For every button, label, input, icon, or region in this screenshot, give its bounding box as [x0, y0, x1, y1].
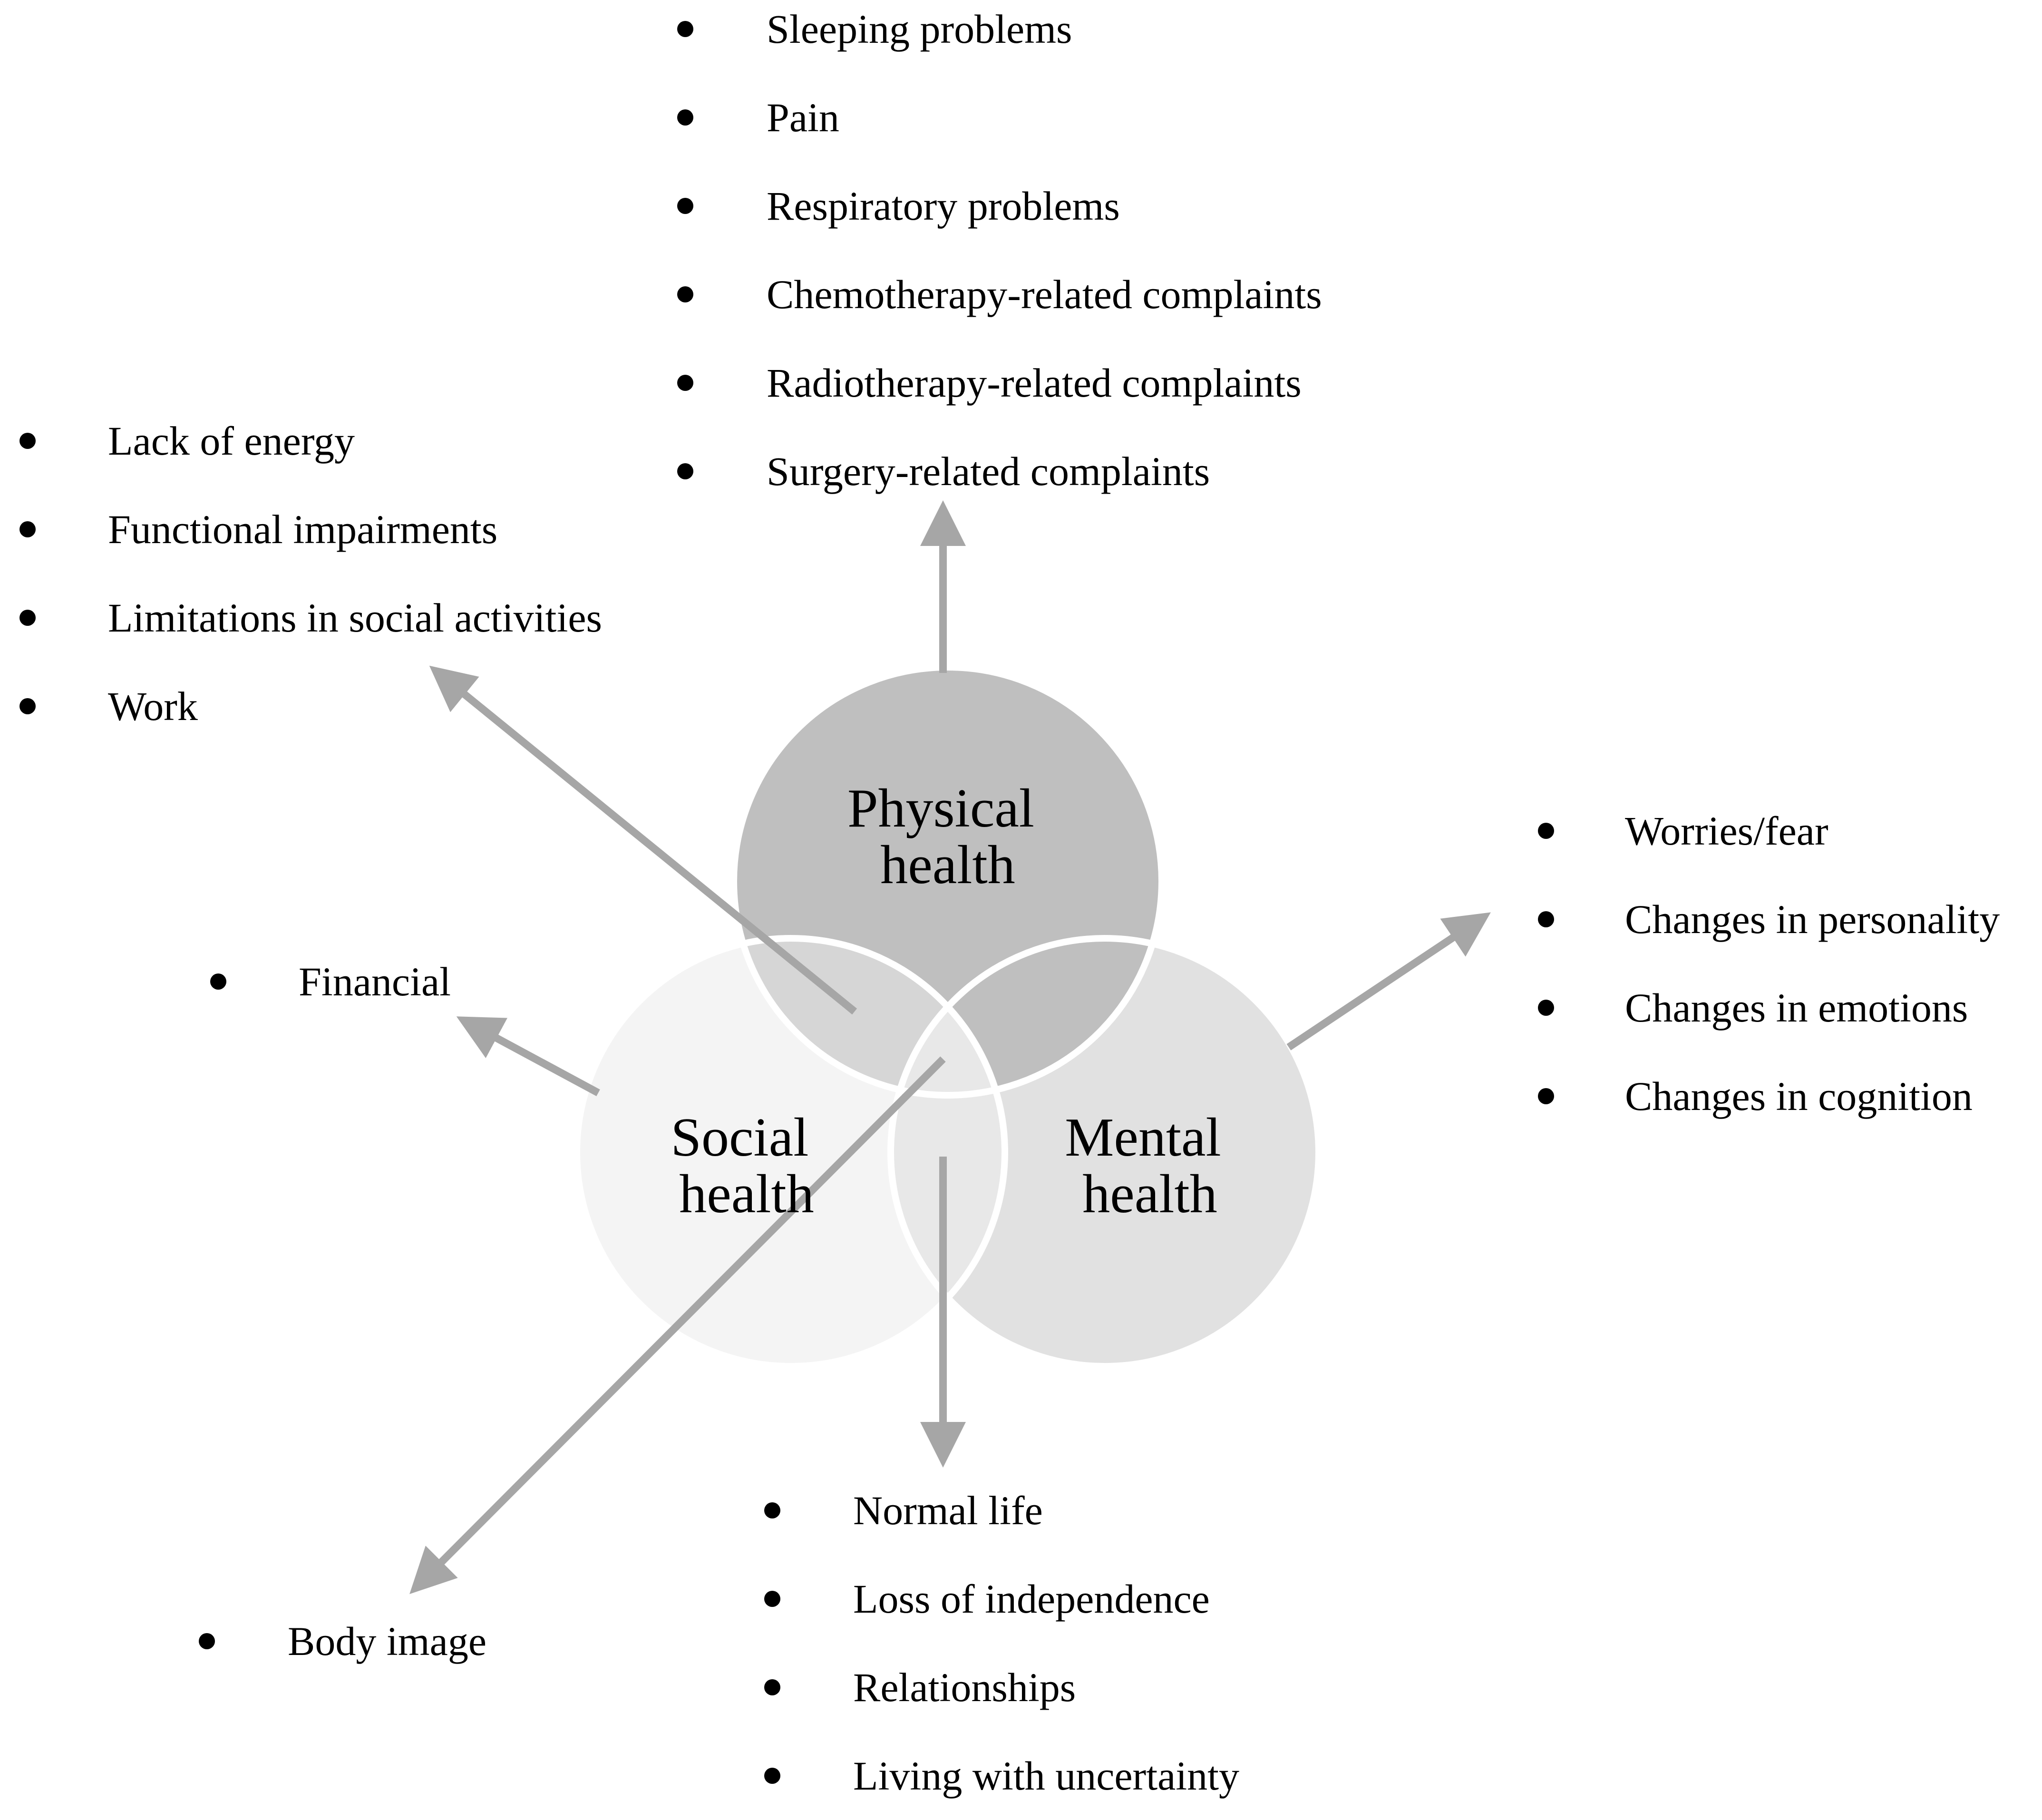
- arrow-financial: [456, 1016, 600, 1097]
- item-text: Chemotherapy-related complaints: [767, 272, 1322, 317]
- mental-health-label-line1: Mental: [1065, 1107, 1221, 1168]
- item-text: Body image: [288, 1618, 486, 1664]
- item-text: Normal life: [853, 1488, 1043, 1533]
- item-text: Changes in emotions: [1625, 985, 1968, 1031]
- item-text: Limitations in social activities: [108, 595, 602, 641]
- item-text: Respiratory problems: [767, 183, 1120, 229]
- physical-health-label: Physical health: [847, 778, 1048, 895]
- bullet-icon: [677, 286, 693, 302]
- item-text: Work: [108, 683, 198, 729]
- bullet-icon: [677, 463, 693, 479]
- bullet-icon: [1538, 911, 1554, 927]
- bullet-icon: [764, 1768, 780, 1784]
- arrow-body-image: [409, 1056, 946, 1594]
- mental-health-outline: [887, 935, 1322, 1370]
- item-text: Relationships: [853, 1664, 1076, 1710]
- item-text: Financial: [299, 959, 451, 1004]
- bullet-icon: [677, 375, 693, 391]
- mental-health-label: Mental health: [1065, 1107, 1235, 1225]
- arrow-social-left: [429, 665, 857, 1015]
- bullet-icon: [1538, 1000, 1554, 1016]
- item-text: Changes in personality: [1625, 896, 2000, 942]
- mental-health-label-line2: health: [1082, 1164, 1217, 1225]
- item-text: Living with uncertainty: [853, 1753, 1240, 1799]
- bullet-icon: [19, 698, 36, 714]
- item-text: Worries/fear: [1625, 808, 1828, 854]
- bullet-icon: [1538, 1088, 1554, 1104]
- social-health-outline: [574, 935, 1008, 1370]
- bullet-icon: [677, 21, 693, 37]
- arrow-mental: [1286, 912, 1491, 1051]
- item-text: Pain: [767, 95, 839, 140]
- item-text: Sleeping problems: [767, 6, 1072, 52]
- social-health-label-line1: Social: [671, 1107, 809, 1168]
- bullet-icon: [677, 109, 693, 126]
- social-health-label: Social health: [671, 1107, 823, 1225]
- item-text: Surgery-related complaints: [767, 448, 1210, 494]
- bullet-icon: [764, 1679, 780, 1695]
- bullet-icon: [764, 1591, 780, 1607]
- bullet-icon: [199, 1633, 215, 1649]
- bullet-icon: [1538, 823, 1554, 839]
- overlap-physical-social: [734, 938, 1005, 1095]
- physical-health-label-line1: Physical: [847, 778, 1034, 839]
- social-health-label-line2: health: [679, 1164, 814, 1225]
- item-text: Loss of independence: [853, 1576, 1210, 1622]
- item-text: Radiotherapy-related complaints: [767, 360, 1302, 406]
- item-text: Functional impairments: [108, 506, 498, 552]
- bullet-icon: [19, 610, 36, 626]
- item-text: Changes in cognition: [1625, 1073, 1973, 1119]
- bullet-icon: [19, 433, 36, 449]
- bullet-icon: [677, 198, 693, 214]
- physical-health-outline: [730, 664, 1165, 1099]
- bullet-icon: [19, 521, 36, 537]
- physical-health-label-line2: health: [880, 835, 1015, 895]
- bullet-icon: [764, 1502, 780, 1518]
- bullet-icon: [210, 973, 226, 990]
- item-text: Lack of energy: [108, 418, 355, 464]
